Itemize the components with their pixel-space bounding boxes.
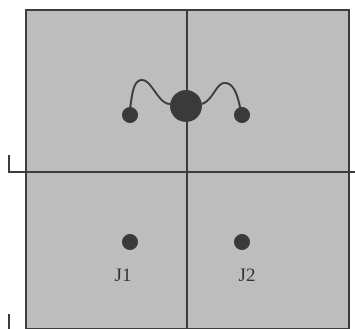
large-center-dot	[170, 90, 202, 122]
j2-dot	[234, 234, 250, 250]
right-connector-curve	[201, 82, 242, 113]
left-connector-curve	[129, 78, 171, 111]
j1-label: J1	[115, 265, 132, 286]
j2-label: J2	[239, 265, 256, 286]
top-left-small-dot	[122, 107, 138, 123]
j1-dot	[122, 234, 138, 250]
top-right-small-dot	[234, 107, 250, 123]
